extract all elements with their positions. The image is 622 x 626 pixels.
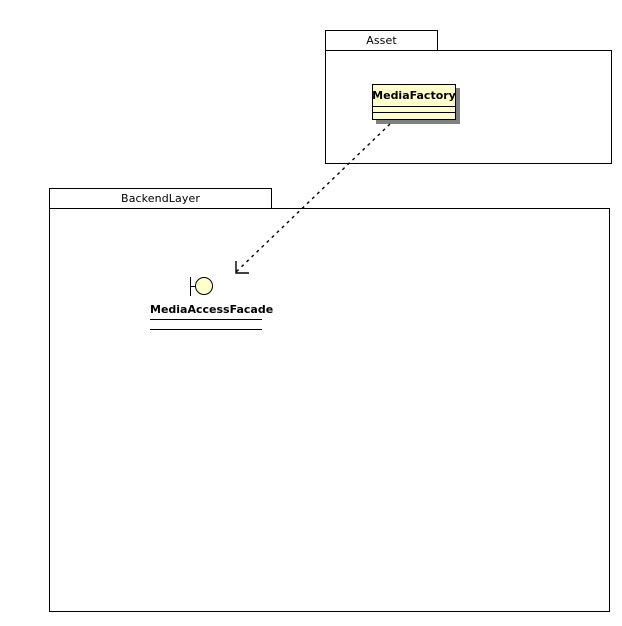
- package-label-backendlayer: BackendLayer: [121, 192, 200, 205]
- interface-ball-icon: [195, 277, 213, 295]
- package-body-asset[interactable]: [325, 50, 612, 164]
- package-tab-asset[interactable]: Asset: [325, 30, 438, 50]
- interface-stub-icon: [190, 286, 196, 287]
- package-label-asset: Asset: [366, 34, 397, 47]
- package-tab-backendlayer[interactable]: BackendLayer: [49, 188, 272, 208]
- interface-label-mediaaccessfacade: MediaAccessFacade: [150, 303, 274, 316]
- class-attributes-compartment-mediafactory: [373, 107, 455, 113]
- class-operations-compartment-mediafactory: [373, 113, 455, 118]
- class-name-compartment-mediafactory: MediaFactory: [372, 85, 456, 107]
- interface-rule-top: [150, 319, 262, 320]
- interface-rule-bottom: [150, 329, 262, 330]
- package-body-backendlayer[interactable]: [49, 208, 610, 612]
- class-name-mediafactory: MediaFactory: [372, 89, 456, 102]
- class-box-mediafactory[interactable]: MediaFactory: [372, 84, 456, 120]
